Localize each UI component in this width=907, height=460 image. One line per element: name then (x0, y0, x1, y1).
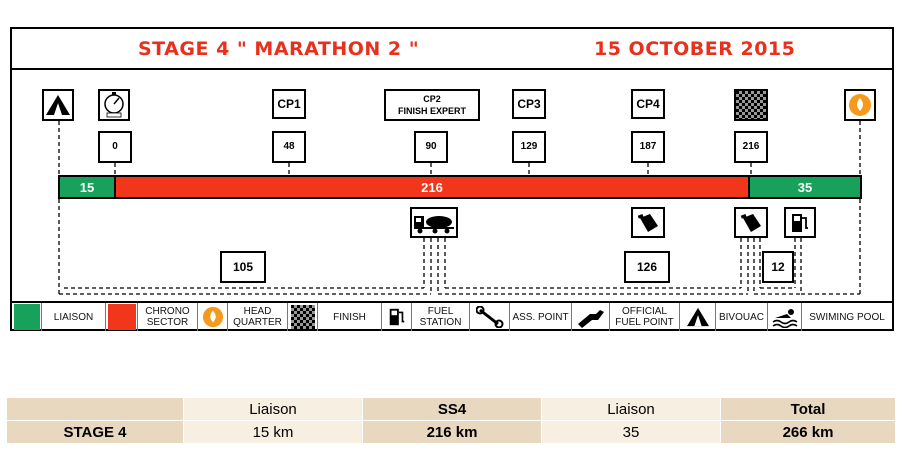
cp4-label: CP4 (631, 89, 665, 119)
dep-stopwatch-icon (98, 89, 130, 121)
legend-checkered-flag-icon (288, 303, 318, 331)
distance-box-3: 12 (762, 251, 794, 283)
legend-fuel-pump-icon (382, 303, 412, 331)
legend-chrono-sector: CHRONO SECTOR (138, 303, 198, 331)
legend-liaison: LIAISON (42, 303, 106, 331)
km-cp3: 129 (512, 131, 546, 163)
legend-fuel-station: FUEL STATION (412, 303, 470, 331)
cp3-label: CP3 (512, 89, 546, 119)
ss4-cell: 216 km (362, 420, 542, 444)
table-header-cell: Total (720, 397, 896, 421)
distance-box-2: 126 (624, 251, 670, 283)
liaison2-cell: 35 (541, 420, 721, 444)
legend-finish: FINISH (318, 303, 382, 331)
row-label: STAGE 4 (6, 420, 184, 444)
cp1-label: CP1 (272, 89, 306, 119)
legend-chrono-swatch (107, 304, 136, 330)
stage-title: STAGE 4 " MARATHON 2 " (138, 38, 420, 60)
table-row: STAGE 4 15 km 216 km 35 266 km (6, 420, 896, 444)
distance-box-1: 105 (220, 251, 266, 283)
truck-icon (410, 207, 458, 238)
liaison-end-bar: 35 (748, 175, 862, 199)
table-header-cell: SS4 (362, 397, 542, 421)
chrono-sector-bar: 216 (114, 175, 750, 199)
legend-bivouac: BIVOUAC (716, 303, 768, 331)
legend-liaison-swatch (13, 304, 40, 330)
flame-icon (844, 89, 876, 121)
legend-flame-icon (198, 303, 228, 331)
liaison1-cell: 15 km (183, 420, 363, 444)
tent-icon (42, 89, 74, 121)
km-dep: 0 (98, 131, 132, 163)
total-cell: 266 km (720, 420, 896, 444)
km-cp1: 48 (272, 131, 306, 163)
cp2-sub-label: FINISH EXPERT (397, 106, 466, 116)
legend: LIAISON CHRONO SECTOR HEAD QUARTER FINIS… (12, 301, 892, 331)
legend-wrench-icon (470, 303, 510, 331)
table-header-row: Liaison SS4 Liaison Total (6, 397, 896, 421)
stage-summary-table: Liaison SS4 Liaison Total STAGE 4 15 km … (6, 397, 896, 444)
fuel-can-icon (734, 207, 768, 238)
legend-swimming-pool: SWIMING POOL (809, 311, 885, 323)
legend-official-fuel-point: OFFICIAL FUEL POINT (610, 303, 680, 331)
fuel-can-icon (631, 207, 665, 238)
table-header-cell: Liaison (183, 397, 363, 421)
legend-ass-point: ASS. POINT (510, 303, 572, 331)
table-header-cell: Liaison (541, 397, 721, 421)
table-header-cell (6, 397, 184, 421)
legend-head-quarter: HEAD QUARTER (228, 303, 288, 331)
cp2-label: CP2 (423, 94, 441, 104)
km-cp2: 90 (414, 131, 448, 163)
legend-tent-icon (680, 303, 716, 331)
stage-diagram: STAGE 4 " MARATHON 2 " 15 OCTOBER 2015 (10, 27, 894, 331)
checkered-flag-icon (734, 89, 768, 121)
fuel-pump-icon (784, 207, 816, 238)
cp2-box: CP2 FINISH EXPERT (384, 89, 480, 121)
km-finish: 216 (734, 131, 768, 163)
title-bar: STAGE 4 " MARATHON 2 " 15 OCTOBER 2015 (12, 29, 892, 70)
legend-fuel-nozzle-icon (572, 303, 610, 331)
legend-swimmer-icon (768, 303, 802, 331)
km-cp4: 187 (631, 131, 665, 163)
connector-lines (58, 121, 861, 295)
stage-date: 15 OCTOBER 2015 (594, 38, 796, 60)
liaison-start-bar: 15 (58, 175, 116, 199)
